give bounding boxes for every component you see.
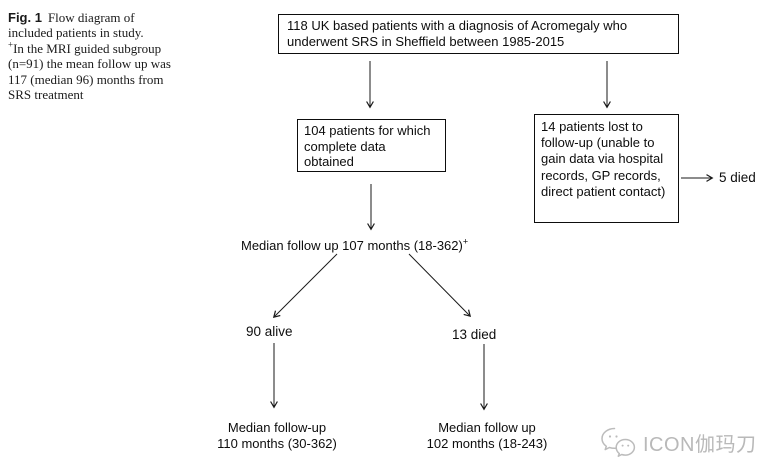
label-median-followup-all: Median follow up 107 months (18-362)+ <box>241 236 469 253</box>
box-total-patients: 118 UK based patients with a diagnosis o… <box>278 14 679 54</box>
footnote-marker-median: + <box>462 236 469 247</box>
watermark: ICON伽玛刀 <box>599 426 757 458</box>
label-median-followup-died: Median follow up 102 months (18-243) <box>426 420 548 451</box>
figure-caption: Fig. 1 Flow diagram of included patients … <box>8 10 203 102</box>
arrow-median-to-alive <box>272 253 338 319</box>
caption-line-6: SRS treatment <box>8 87 84 103</box>
footnote-marker: + <box>8 39 14 50</box>
caption-line-5: 117 (median 96) months from <box>8 71 164 87</box>
wechat-icon <box>601 427 636 457</box>
label-median-followup-alive: Median follow-up 110 months (30-362) <box>217 420 337 451</box>
caption-line-4: (n=91) the mean follow up was <box>8 56 171 72</box>
label-alive-count: 90 alive <box>246 324 293 339</box>
box-complete-data: 104 patients for which complete data obt… <box>297 119 446 172</box>
label-died-count: 13 died <box>452 327 497 342</box>
caption-line-1: Fig. 1 Flow diagram of <box>8 10 203 25</box>
figure-number: Fig. 1 <box>8 10 42 25</box>
box-lost-followup: 14 patients lost to follow-up (unable to… <box>534 114 679 223</box>
arrow-median-to-died <box>408 253 472 318</box>
caption-line-3: +In the MRI guided subgroup <box>8 39 162 56</box>
caption-title: Flow diagram of <box>47 10 135 25</box>
label-lost-died: 5 died <box>719 170 756 185</box>
caption-line-2: included patients in study. <box>8 25 144 41</box>
watermark-text: ICON伽玛刀 <box>643 433 757 456</box>
